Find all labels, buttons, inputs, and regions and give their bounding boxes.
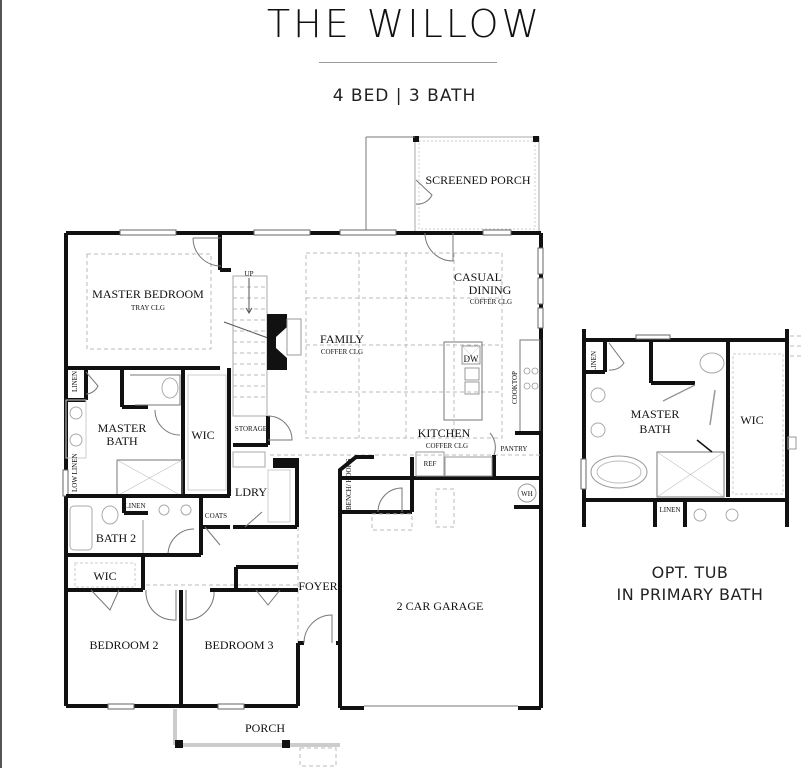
label-cooktop: COOKTOP [511, 371, 519, 404]
label-master-bedroom: MASTER BEDROOM [92, 287, 204, 301]
front-porch [173, 709, 340, 767]
label-porch: PORCH [245, 721, 285, 735]
label-family-note: COFFER CLG [321, 348, 363, 356]
label-bath-2: BATH 2 [96, 531, 136, 545]
kitchen-fixtures [415, 339, 541, 478]
label-inset-master-bath: MASTER [631, 407, 680, 421]
label-ldry: LDRY [235, 485, 267, 499]
label-bedroom-3: BEDROOM 3 [204, 638, 273, 652]
page-edge-line [0, 0, 2, 768]
plan-subtitle: 4 BED | 3 BATH [332, 86, 477, 106]
master-bedroom [66, 233, 231, 370]
label-master-bath: MASTER [98, 421, 147, 435]
foyer [298, 614, 340, 645]
fireplace [267, 314, 302, 370]
option-inset-plan [580, 329, 802, 527]
label-bench-hooks: BENCH/ HOOKS [345, 458, 353, 510]
label-linen-bath2: LINEN [125, 502, 146, 510]
label-pantry: PANTRY [501, 445, 528, 453]
label-inset-linen: LINEN [590, 351, 598, 372]
label-casual-dining-2: DINING [469, 283, 512, 297]
label-dw: DW [464, 354, 479, 364]
label-kitchen-note: COFFER CLG [426, 442, 468, 450]
label-storage: STORAGE [235, 425, 267, 433]
label-casual-dining: CASUAL [454, 270, 502, 284]
label-foyer: FOYER [298, 579, 337, 593]
label-inset-wic: WIC [740, 413, 763, 427]
label-master-bath-2: BATH [106, 434, 138, 448]
label-screened-porch: SCREENED PORCH [425, 173, 530, 187]
bath-2 [66, 496, 230, 557]
label-master-bedroom-note: TRAY CLG [131, 304, 165, 312]
label-inset-master-bath-2: BATH [639, 422, 671, 436]
porch-door [424, 232, 454, 262]
option-note-line1: OPT. TUB [651, 563, 729, 582]
label-kitchen: KITCHEN [418, 426, 471, 440]
bedroom-walls [66, 555, 298, 706]
option-note-line2: IN PRIMARY BATH [616, 585, 764, 604]
water-heater [514, 483, 541, 509]
label-coats: COATS [205, 512, 227, 520]
storage [233, 415, 293, 447]
master-wic [187, 368, 231, 496]
plan-title: THE WILLOW [266, 2, 543, 46]
title-divider [319, 62, 497, 63]
label-inset-linen-bottom: LINEN [660, 506, 681, 514]
windows-top [62, 229, 544, 710]
label-bedroom-2: BEDROOM 2 [89, 638, 158, 652]
label-family: FAMILY [320, 332, 364, 346]
label-stairs-up: UP [245, 270, 254, 278]
label-casual-dining-note: COFFER CLG [470, 298, 512, 306]
bench-hooks [338, 455, 414, 531]
option-note: OPT. TUB IN PRIMARY BATH [600, 562, 780, 606]
family-coffer-ceiling [270, 252, 540, 456]
label-low-linen: LOW LINEN [71, 453, 79, 492]
label-wh: WH [521, 490, 533, 498]
laundry [232, 451, 299, 529]
label-garage: 2 CAR GARAGE [397, 599, 484, 613]
label-master-wic: WIC [191, 428, 214, 442]
label-ref: REF [424, 460, 437, 468]
label-wic-bed2: WIC [93, 569, 116, 583]
label-linen-master: LINEN [71, 371, 79, 392]
